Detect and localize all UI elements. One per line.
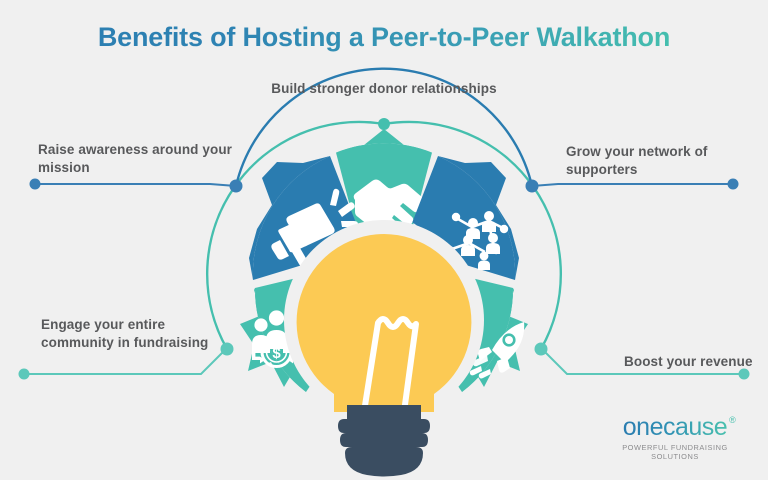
logo-tagline: POWERFUL FUNDRAISING SOLUTIONS [622, 443, 728, 461]
connector-engage-community [24, 348, 227, 375]
arc-node-top [378, 118, 390, 130]
logo-wordmark-text: onecause [622, 413, 728, 441]
lightbulb-icon [284, 220, 484, 477]
arc-node-left-bottom [220, 342, 234, 356]
registered-trademark-icon: ® [729, 415, 736, 425]
logo-wordmark: onecause® [622, 413, 736, 442]
connector-endpoint-dot [738, 368, 750, 380]
segment-shape [336, 129, 432, 153]
arc-node-left-top [229, 179, 243, 193]
connector-boost-revenue [541, 348, 744, 375]
connector-grow-network [531, 183, 733, 187]
segment-shape [240, 288, 306, 392]
label-raise-awareness: Raise awareness around your mission [38, 142, 233, 175]
bulb-filament [361, 316, 419, 413]
bulb-glass [296, 234, 472, 412]
segment-shape [438, 156, 519, 280]
segment-shape [462, 288, 528, 392]
arc-node-right-bottom [534, 342, 548, 356]
label-engage-community: Engage your entire community in fundrais… [41, 317, 209, 350]
segment-shape [249, 156, 330, 280]
arc-node-right-top [525, 179, 539, 193]
bulb-base [338, 405, 430, 477]
label-boost-revenue: Boost your revenue [624, 354, 753, 369]
page-title: Benefits of Hosting a Peer-to-Peer Walka… [0, 22, 768, 53]
connector-endpoint-dot [29, 178, 41, 190]
rocket-icon [469, 322, 525, 379]
connector-lines [18, 178, 750, 380]
connector-raise-awareness [35, 183, 237, 187]
arc-node-dots [220, 118, 548, 356]
connector-endpoint-dot [727, 178, 739, 190]
label-build-donor-relationships: Build stronger donor relationships [271, 81, 497, 96]
label-grow-network: Grow your network of supporters [566, 144, 708, 177]
outer-arc-blue [234, 67, 534, 187]
svg-text:$: $ [272, 345, 281, 362]
connector-endpoint-dot [18, 368, 30, 380]
network-people-icon [446, 211, 509, 270]
onecause-logo: onecause® POWERFUL FUNDRAISING SOLUTIONS [600, 413, 750, 461]
